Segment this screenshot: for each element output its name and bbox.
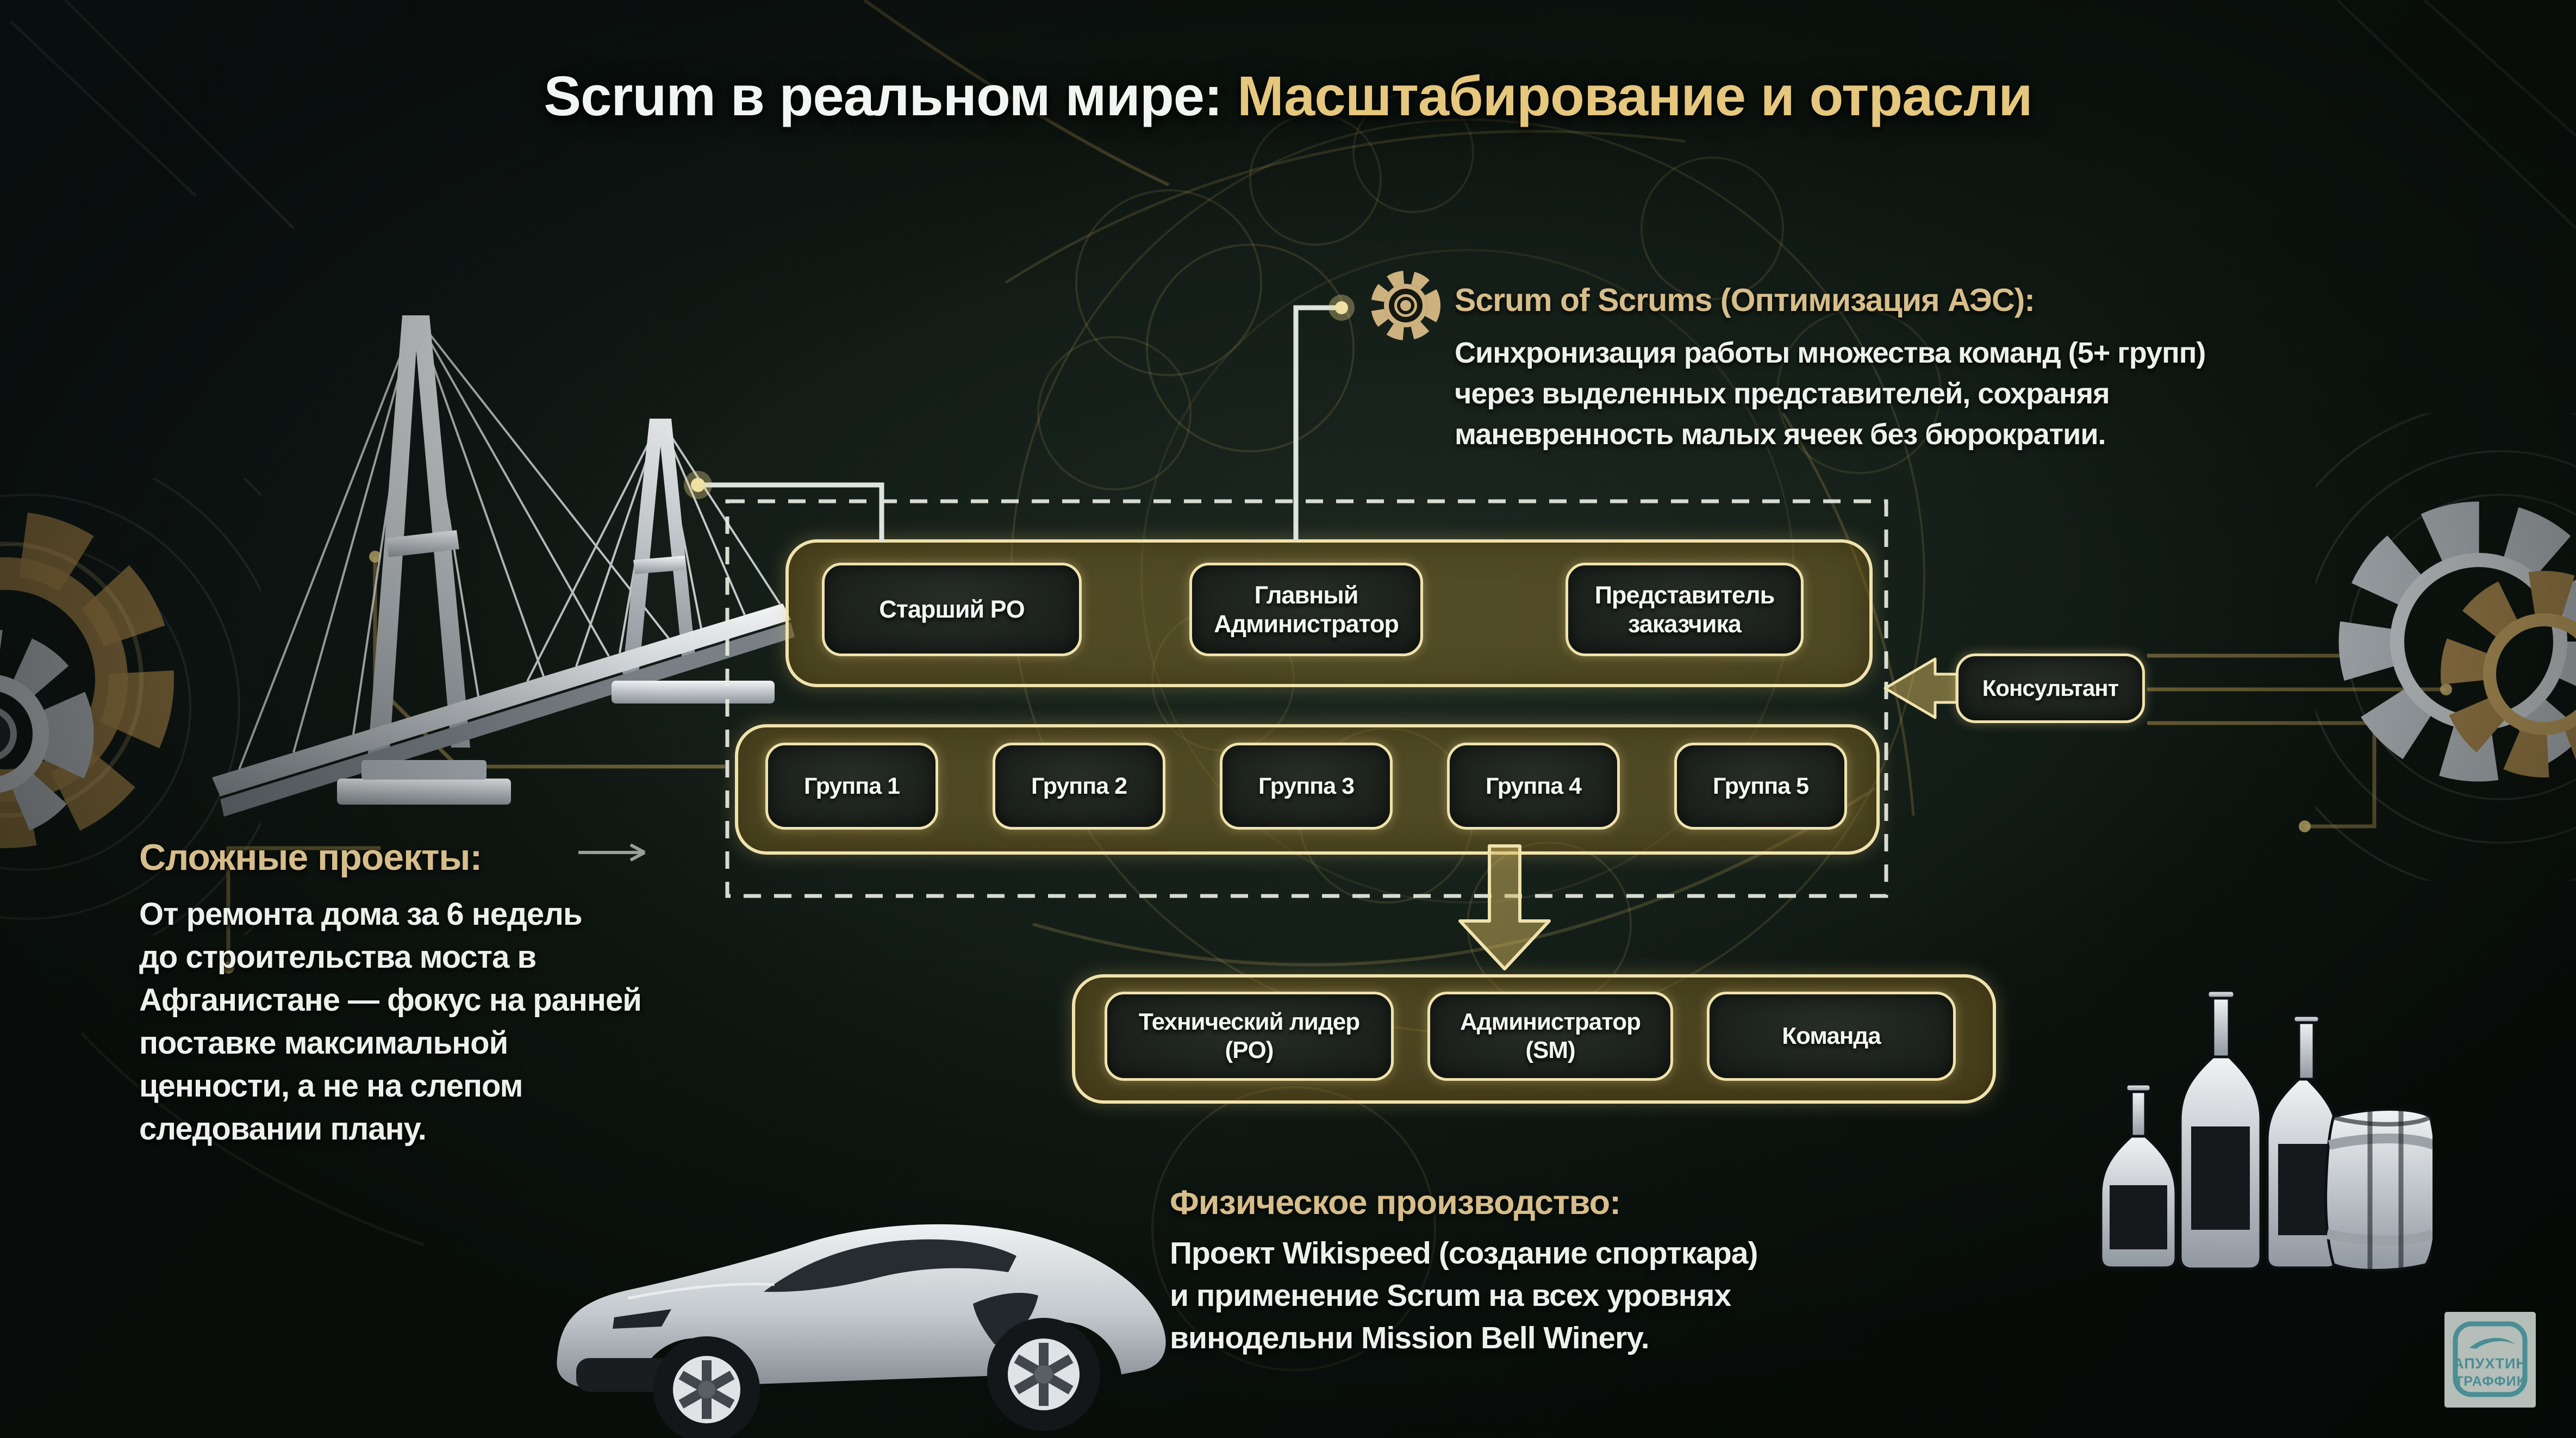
node-consultant: Консультант	[1956, 653, 2145, 723]
text-line: следовании плану.	[139, 1111, 427, 1147]
scrum-of-scrums-heading: Scrum of Scrums (Оптимизация АЭС):	[1455, 282, 2035, 318]
gears-icon-right	[2316, 413, 2576, 881]
watermark-line-2: ТРАФФИК	[2455, 1374, 2525, 1389]
complex-projects-heading: Сложные проекты:	[139, 837, 482, 878]
arrow-down-icon	[1458, 844, 1551, 970]
text-line: От ремонта дома за 6 недель	[139, 897, 583, 932]
gear-icon	[1371, 271, 1440, 340]
bridge-icon	[212, 315, 795, 817]
text-line: винодельни Mission Bell Winery.	[1170, 1321, 1650, 1355]
text-line: и применение Scrum на всех уровнях	[1170, 1278, 1731, 1313]
text-line: поставке максимальной	[139, 1025, 508, 1061]
node-group-5: Группа 5	[1674, 743, 1847, 830]
watermark-badge: АПУХТИН ТРАФФИК	[2444, 1312, 2536, 1408]
node-group-2: Группа 2	[993, 743, 1165, 830]
text-line: маневренность малых ячеек без бюрократии…	[1455, 418, 2106, 451]
arrow-left-icon	[1883, 657, 1958, 719]
node-technical-leader-po: Технический лидер (PO)	[1105, 992, 1394, 1081]
node-group-4: Группа 4	[1447, 743, 1620, 830]
node-administrator-sm: Администратор (SM)	[1427, 992, 1673, 1081]
text-line: Проект Wikispeed (создание спорткара)	[1170, 1236, 1758, 1271]
node-customer-representative: Представитель заказчика	[1565, 563, 1804, 656]
node-team: Команда	[1707, 992, 1956, 1081]
sports-car-icon	[557, 1224, 1166, 1438]
page-title: Scrum в реальном мире: Масштабирование и…	[0, 64, 2576, 128]
wine-bottles-barrel-icon	[2099, 989, 2432, 1272]
text-line: ценности, а не на слепом	[139, 1068, 523, 1104]
scrum-of-scrums-description: Синхронизация работы множества команд (5…	[1455, 333, 2206, 455]
watermark-logo: АПУХТИН ТРАФФИК	[2453, 1321, 2528, 1397]
node-senior-po: Старший PO	[822, 563, 1082, 656]
text-line: через выделенных представителей, сохраня…	[1455, 377, 2110, 410]
title-highlight-part: Масштабирование и отрасли	[1237, 65, 2033, 127]
complex-projects-description: От ремонта дома за 6 недель до строитель…	[139, 893, 642, 1150]
text-line: Синхронизация работы множества команд (5…	[1455, 337, 2206, 369]
text-line: до строительства моста в	[139, 939, 537, 975]
node-chief-administrator: Главный Администратор	[1189, 563, 1423, 656]
text-line: Афганистане — фокус на ранней	[139, 982, 642, 1018]
physical-production-description: Проект Wikispeed (создание спорткара) и …	[1170, 1232, 1758, 1359]
node-group-1: Группа 1	[765, 743, 938, 830]
physical-production-heading: Физическое производство:	[1170, 1184, 1621, 1222]
node-group-3: Группа 3	[1220, 743, 1393, 830]
title-plain-part: Scrum в реальном мире:	[544, 65, 1237, 127]
watermark-line-1: АПУХТИН	[2453, 1355, 2527, 1372]
